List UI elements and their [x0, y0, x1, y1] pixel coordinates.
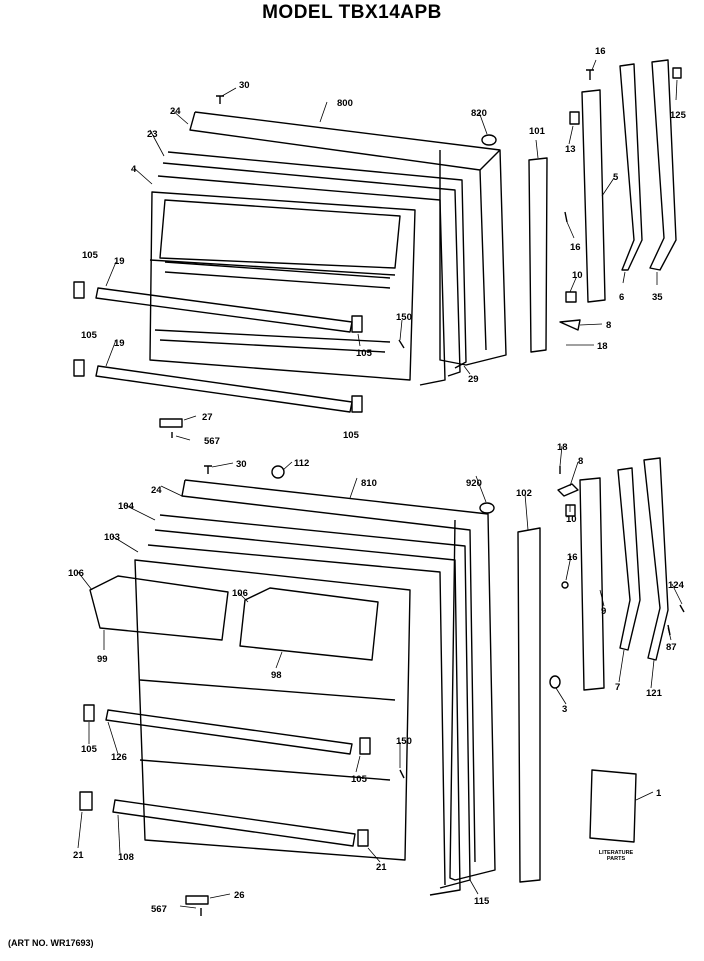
callout-125: 125 — [670, 110, 687, 121]
callout-5: 5 — [613, 172, 619, 183]
callout-21-a: 21 — [73, 850, 84, 861]
freezer-outer-door — [194, 111, 507, 366]
callout-99: 99 — [97, 654, 108, 665]
rack-clip-105-a — [73, 281, 85, 299]
callout-30-upper: 30 — [239, 80, 250, 91]
callout-4: 4 — [131, 164, 137, 175]
callout-26: 26 — [234, 890, 245, 901]
callout-567-lower: 567 — [151, 904, 167, 915]
page-title: MODEL TBX14APB — [262, 2, 442, 23]
hinge-bracket-9 — [579, 477, 605, 691]
screw-30-upper — [216, 95, 224, 104]
freezer-door-rack-lower — [95, 365, 353, 413]
callout-16-b: 16 — [570, 242, 581, 253]
freezer-inner-liner — [149, 191, 416, 381]
callout-102: 102 — [516, 488, 532, 499]
callout-800: 800 — [337, 98, 353, 109]
callout-labels: 30 24 800 820 23 4 105 19 105 19 150 105… — [68, 46, 687, 915]
handle-121 — [643, 457, 669, 661]
callout-13: 13 — [565, 144, 576, 155]
callout-18-lower: 18 — [557, 442, 568, 453]
callout-112: 112 — [294, 458, 309, 469]
fresh-food-door-assembly — [79, 457, 685, 916]
callout-10-upper: 10 — [572, 270, 583, 281]
callout-87: 87 — [666, 642, 677, 653]
callout-16-c: 16 — [567, 552, 578, 563]
literature-booklet — [589, 769, 637, 843]
fresh-food-inner-liner — [134, 559, 411, 861]
callout-24-upper: 24 — [170, 106, 181, 117]
handle-6 — [619, 63, 643, 271]
callout-29: 29 — [468, 374, 479, 385]
callout-30-lower: 30 — [236, 459, 247, 470]
callout-105-e: 105 — [81, 744, 98, 755]
literature-caption: LITERATURE PARTS — [598, 850, 634, 862]
callout-19-b: 19 — [114, 338, 125, 349]
callout-106-b: 106 — [232, 588, 248, 599]
callout-98: 98 — [271, 670, 282, 681]
callout-6: 6 — [619, 292, 624, 303]
freezer-door-assembly — [73, 59, 682, 438]
callout-104: 104 — [118, 501, 135, 512]
handle-trim-102 — [517, 527, 541, 883]
callout-810: 810 — [361, 478, 377, 489]
callout-108: 108 — [118, 852, 134, 863]
dairy-bin-left — [89, 575, 229, 641]
dairy-bin-right — [239, 587, 379, 661]
callout-18-upper: 18 — [597, 341, 608, 352]
callout-23: 23 — [147, 129, 158, 140]
callout-16-a: 16 — [595, 46, 606, 57]
callout-124: 124 — [668, 580, 685, 591]
callout-7: 7 — [615, 682, 620, 693]
callout-8-lower: 8 — [578, 456, 583, 467]
callout-24-lower: 24 — [151, 485, 162, 496]
callout-1: 1 — [656, 788, 662, 799]
callout-150-upper: 150 — [396, 312, 412, 323]
callout-126: 126 — [111, 752, 127, 763]
callout-8-upper: 8 — [606, 320, 611, 331]
callout-35: 35 — [652, 292, 663, 303]
hinge-bracket-5 — [581, 89, 606, 303]
callout-21-b: 21 — [376, 862, 387, 873]
callout-150-lower: 150 — [396, 736, 412, 747]
fresh-food-rack-126 — [105, 709, 353, 755]
callout-920: 920 — [466, 478, 482, 489]
callout-106-a: 106 — [68, 568, 84, 579]
callout-9: 9 — [601, 606, 606, 617]
callout-115: 115 — [474, 896, 490, 907]
fresh-food-rack-108 — [112, 799, 356, 847]
art-number: (ART NO. WR17693) — [8, 938, 94, 948]
callout-820: 820 — [471, 108, 487, 119]
fresh-food-outer-door — [184, 479, 496, 881]
callout-105-c: 105 — [356, 348, 373, 359]
callout-105-f: 105 — [351, 774, 368, 785]
freezer-door-rack-upper — [95, 287, 353, 333]
callout-3: 3 — [562, 704, 567, 715]
callout-103: 103 — [104, 532, 120, 543]
callout-105-b: 105 — [81, 330, 98, 341]
callout-10-lower: 10 — [566, 514, 577, 525]
callout-567-upper: 567 — [204, 436, 220, 447]
handle-7 — [617, 467, 641, 651]
rack-clip-105-b — [73, 359, 85, 377]
callout-101: 101 — [529, 126, 546, 137]
callout-105-a: 105 — [82, 250, 99, 261]
callout-105-d: 105 — [343, 430, 360, 441]
handle-trim-101 — [528, 157, 548, 353]
callout-19-a: 19 — [114, 256, 125, 267]
callout-27: 27 — [202, 412, 213, 423]
callout-121: 121 — [646, 688, 663, 699]
handle-35 — [649, 59, 677, 271]
